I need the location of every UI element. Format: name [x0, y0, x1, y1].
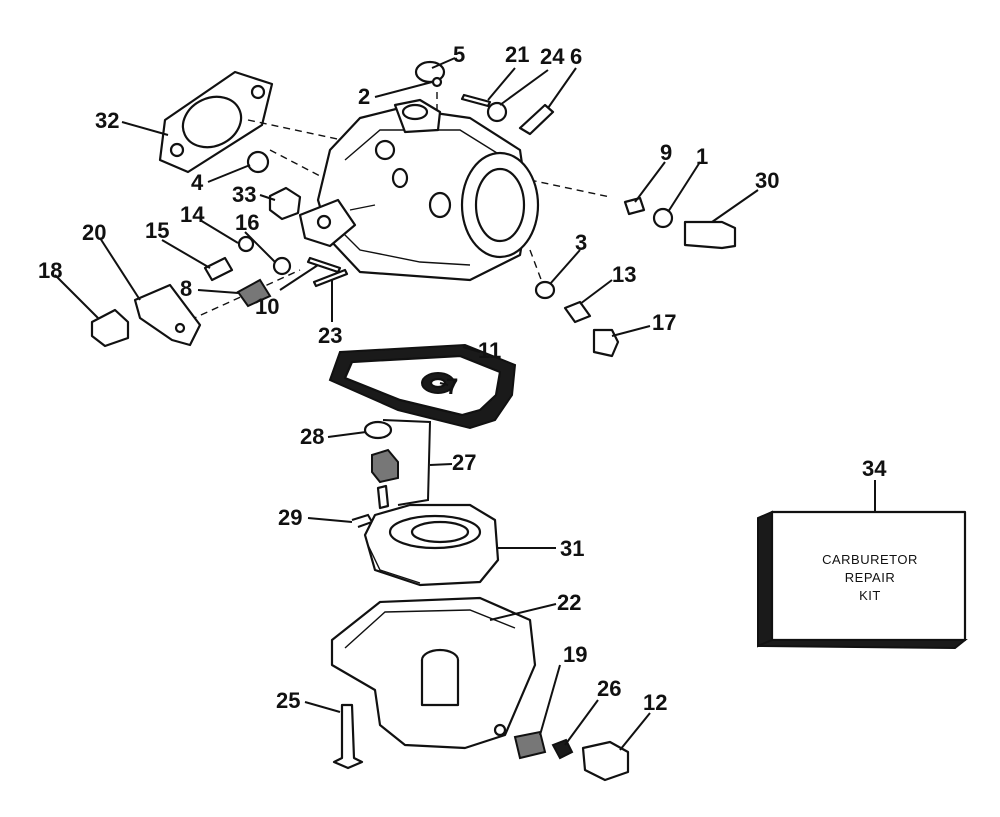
part-inlet-seat — [371, 448, 399, 484]
part-27-float-pin — [382, 419, 432, 506]
callout-20: 20 — [82, 220, 106, 245]
part-24-washer — [486, 101, 508, 123]
part-14-washer — [237, 235, 255, 253]
part-28-gasket-ring — [363, 420, 393, 440]
part-15-screw — [203, 256, 234, 282]
callout-32: 32 — [95, 108, 119, 133]
part-1-washer — [652, 207, 674, 229]
callout-5: 5 — [453, 42, 465, 67]
part-3-o-ring — [534, 280, 556, 300]
callout-9: 9 — [660, 140, 672, 165]
part-9-screw — [623, 196, 646, 216]
callout-24: 24 — [540, 44, 565, 69]
callout-17: 17 — [652, 310, 676, 335]
part-2-ball — [431, 76, 443, 88]
part-22-float-bowl — [330, 596, 537, 750]
carburetor-body — [316, 98, 540, 282]
part-20-throttle-lever — [133, 283, 202, 347]
callout-7: 7 — [446, 374, 458, 399]
callout-25: 25 — [276, 688, 300, 713]
callout-26: 26 — [597, 676, 621, 701]
callout-6: 6 — [570, 44, 582, 69]
kit-line-1: CARBURETOR — [822, 552, 918, 567]
part-11-bowl-gasket — [328, 343, 517, 430]
callout-23: 23 — [318, 323, 342, 348]
callout-labels: 5 2 21 24 6 32 4 33 14 16 15 20 18 8 10 … — [38, 42, 887, 715]
callout-34: 34 — [862, 456, 887, 481]
callout-14: 14 — [180, 202, 205, 227]
leader-lines — [54, 57, 876, 751]
callout-16: 16 — [235, 210, 259, 235]
part-17-screw — [592, 328, 620, 358]
part-29-clip — [351, 513, 374, 528]
part-25-screw — [332, 703, 364, 770]
part-10-pin — [306, 256, 342, 274]
part-33-nut — [268, 186, 302, 221]
part-31-float — [363, 503, 500, 587]
part-8-spring — [236, 278, 272, 308]
part-30-screw — [683, 220, 737, 250]
part-12-plug — [581, 740, 630, 782]
part-18-knob — [90, 308, 130, 348]
part-19-jet — [513, 730, 547, 760]
callout-13: 13 — [612, 262, 636, 287]
part-13-needle — [563, 300, 592, 324]
callout-19: 19 — [563, 642, 587, 667]
callout-15: 15 — [145, 218, 169, 243]
callout-1: 1 — [696, 144, 708, 169]
callout-8: 8 — [180, 276, 192, 301]
kit-line-3: KIT — [859, 588, 881, 603]
callout-18: 18 — [38, 258, 62, 283]
callout-29: 29 — [278, 505, 302, 530]
part-23-pin — [312, 268, 349, 288]
callout-12: 12 — [643, 690, 667, 715]
callout-4: 4 — [191, 170, 204, 195]
repair-kit-box: CARBURETOR REPAIR KIT — [757, 510, 968, 650]
part-inlet-needle — [376, 484, 390, 510]
callout-21: 21 — [505, 42, 529, 67]
callout-11: 11 — [478, 338, 501, 363]
part-21-pin — [460, 93, 492, 108]
part-16-washer — [272, 256, 292, 276]
callout-2: 2 — [358, 84, 370, 109]
part-16-lever-plate — [298, 198, 376, 248]
callout-31: 31 — [560, 536, 584, 561]
callout-3: 3 — [575, 230, 587, 255]
part-32-flange-gasket — [158, 70, 274, 174]
part-26-washer — [551, 738, 574, 760]
callout-27: 27 — [452, 450, 476, 475]
part-6-needle — [518, 103, 555, 136]
callout-22: 22 — [557, 590, 581, 615]
callout-30: 30 — [755, 168, 779, 193]
kit-line-2: REPAIR — [845, 570, 895, 585]
part-4-plug — [246, 150, 270, 174]
callout-33: 33 — [232, 182, 256, 207]
callout-10: 10 — [255, 294, 279, 319]
callout-28: 28 — [300, 424, 324, 449]
